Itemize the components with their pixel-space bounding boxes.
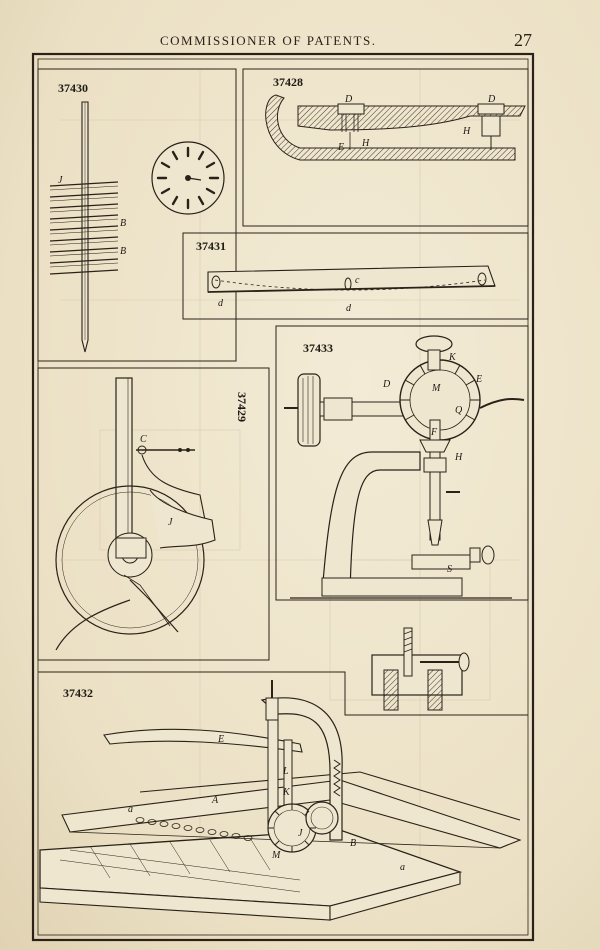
figure-37429: 37429 C J bbox=[55, 377, 249, 651]
letter-D: D bbox=[344, 94, 353, 105]
figure-37428: 37428 D D E H H bbox=[265, 75, 526, 161]
letter-J: J bbox=[168, 517, 173, 528]
letter-c: c bbox=[355, 275, 360, 286]
letter-D: D bbox=[487, 94, 496, 105]
letter-A: A bbox=[211, 795, 219, 806]
running-title: COMMISSIONER OF PATENTS. bbox=[160, 33, 377, 48]
letter-F: F bbox=[430, 427, 438, 438]
figure-number-37428: 37428 bbox=[273, 75, 303, 89]
letter-S: S bbox=[447, 564, 452, 575]
letter-H: H bbox=[361, 138, 370, 149]
letter-H: H bbox=[454, 452, 463, 463]
page-number: 27 bbox=[514, 30, 532, 50]
figure-37431: 37431 c d d bbox=[196, 239, 496, 314]
figure-37433: 37433 bbox=[284, 335, 525, 599]
detail-vise bbox=[371, 627, 470, 711]
letter-M: M bbox=[271, 850, 281, 861]
figure-number-37432: 37432 bbox=[63, 686, 93, 700]
letter-C: C bbox=[140, 434, 147, 445]
figure-number-37429: 37429 bbox=[235, 392, 249, 422]
letter-d: d bbox=[218, 298, 224, 309]
letter-H: H bbox=[462, 126, 471, 137]
figure-number-37430: 37430 bbox=[58, 81, 88, 95]
outer-frame bbox=[31, 52, 535, 942]
figure-number-37433: 37433 bbox=[303, 341, 333, 355]
letter-Q: Q bbox=[455, 405, 463, 416]
figure-37432: 37432 bbox=[39, 680, 522, 921]
letter-E: E bbox=[475, 374, 482, 385]
letter-B: B bbox=[120, 218, 126, 229]
letter-L: L bbox=[282, 766, 289, 777]
letter-E: E bbox=[217, 734, 224, 745]
letter-M: M bbox=[431, 383, 441, 394]
letter-B: B bbox=[120, 246, 126, 257]
letter-D: D bbox=[382, 379, 391, 390]
letter-E: E bbox=[337, 142, 344, 153]
letter-d: d bbox=[346, 303, 352, 314]
letter-a: a bbox=[400, 862, 405, 873]
letter-a: a bbox=[128, 804, 133, 815]
letter-J: J bbox=[58, 175, 63, 186]
letter-J: J bbox=[298, 828, 303, 839]
figure-number-37431: 37431 bbox=[196, 239, 226, 253]
letter-K: K bbox=[282, 787, 291, 798]
letter-B: B bbox=[350, 838, 356, 849]
figure-37430: 37430 J B B bbox=[49, 81, 225, 353]
letter-K: K bbox=[448, 352, 457, 363]
running-head: COMMISSIONER OF PATENTS. 27 bbox=[0, 30, 600, 54]
panel-borders bbox=[37, 68, 529, 716]
